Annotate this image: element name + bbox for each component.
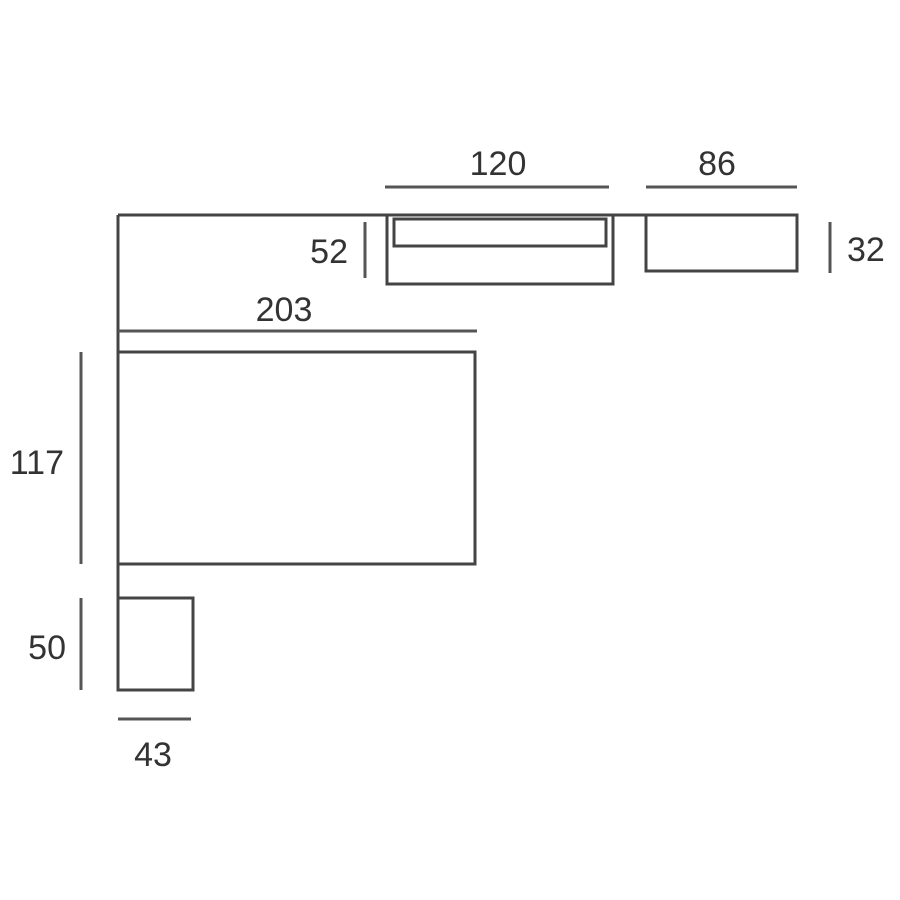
cabinet-height-label: 52: [310, 233, 348, 271]
cabinet-width-label: 120: [470, 145, 527, 183]
room-wall-outline: [116, 213, 645, 690]
floating-shelf: [644, 213, 799, 273]
wall-cabinet-body: [385, 213, 615, 286]
bed-length-label: 203: [256, 291, 313, 329]
shelf-height-label: 32: [847, 231, 885, 269]
wall-cabinet: [385, 213, 615, 286]
shelf-width-label: 86: [698, 145, 736, 183]
nightstand-depth-label: 50: [28, 629, 66, 667]
nightstand: [116, 596, 195, 692]
nightstand-width-label: 43: [134, 736, 172, 774]
bed: [116, 350, 477, 566]
wall-cabinet-drawer: [392, 217, 608, 248]
bed-width-label: 117: [10, 444, 64, 482]
